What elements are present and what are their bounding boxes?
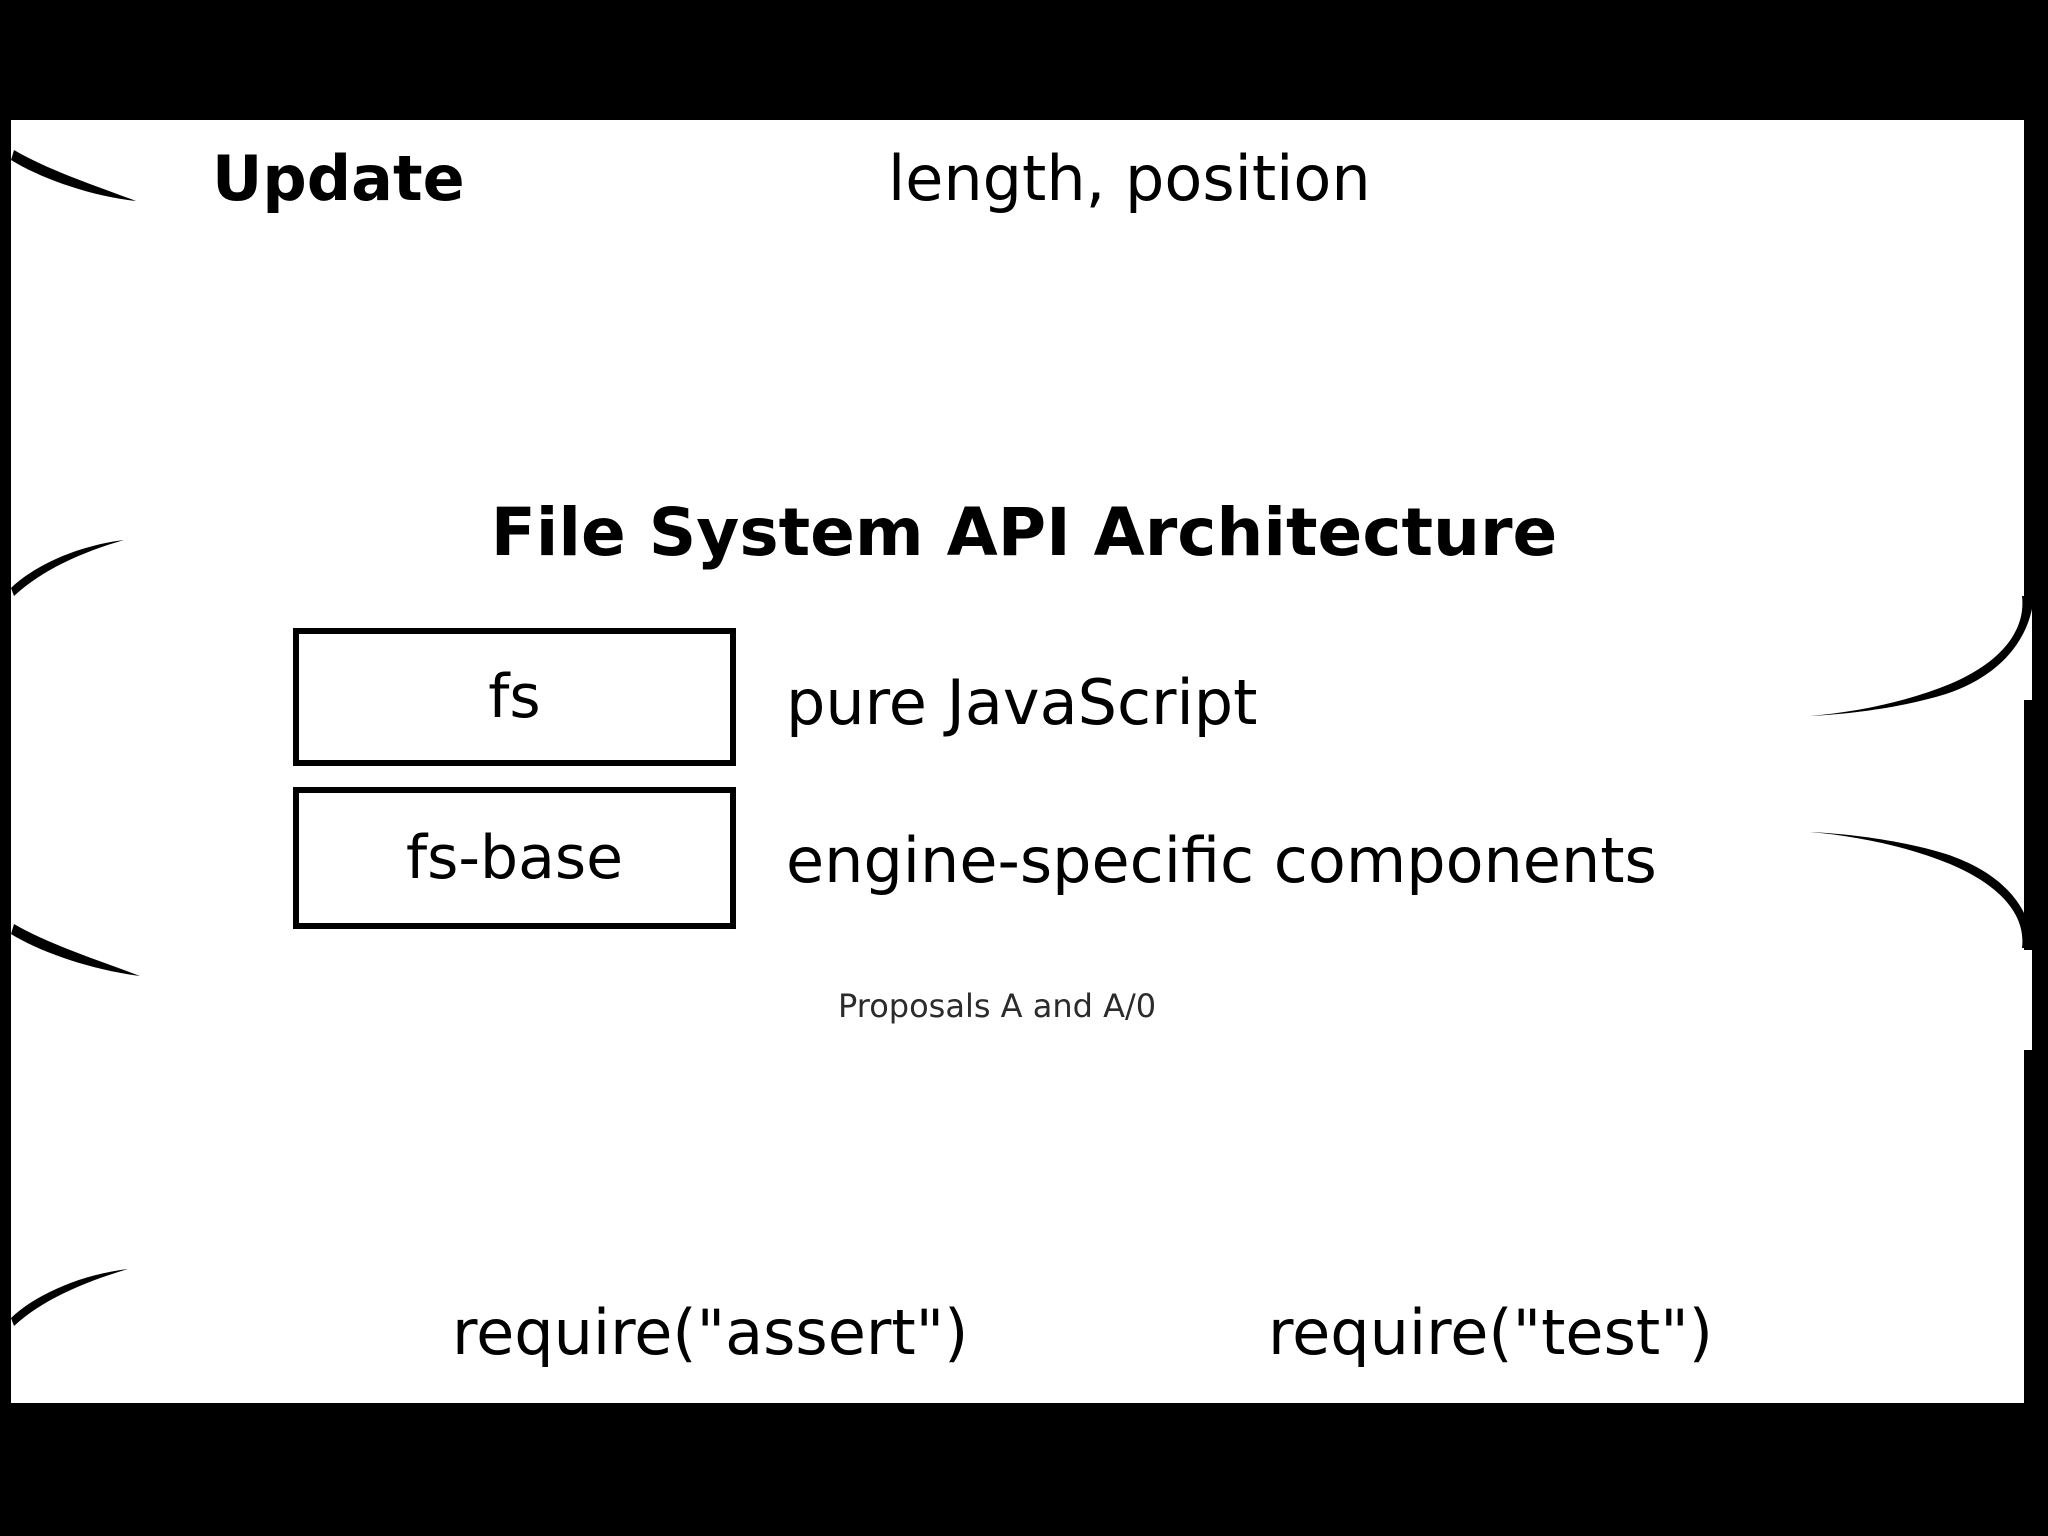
footer-require-test: require("test") [1268, 1296, 1713, 1369]
layer-box-fs: fs [293, 628, 736, 766]
page-title: File System API Architecture [490, 494, 1558, 571]
layer-description-fs-base: engine-specific components [786, 824, 1657, 897]
layer-box-fs-base: fs-base [293, 787, 736, 929]
header-update-label: Update [212, 142, 465, 215]
layer-box-fs-label: fs [488, 662, 541, 732]
footer-require-assert: require("assert") [452, 1296, 969, 1369]
header-length-position-label: length, position [888, 142, 1371, 215]
layer-box-fs-base-label: fs-base [405, 823, 624, 893]
layer-description-fs: pure JavaScript [786, 666, 1258, 739]
proposals-caption: Proposals A and A/0 [838, 987, 1157, 1025]
